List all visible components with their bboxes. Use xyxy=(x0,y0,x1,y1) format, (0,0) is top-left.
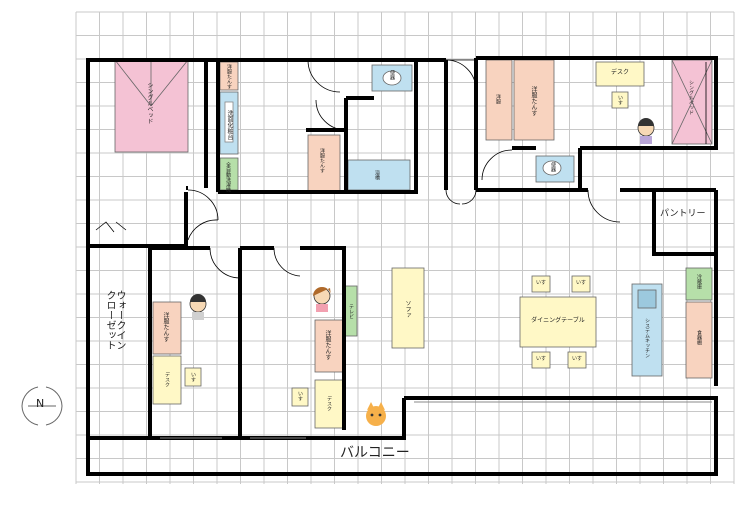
desk-room3-label: デスク xyxy=(326,396,332,411)
dining-chair-label: いす xyxy=(535,356,546,362)
sofa xyxy=(391,267,425,349)
washer-label: 全自動洗濯機 xyxy=(225,162,231,192)
wardrobe-top-label: 洋服たんす xyxy=(226,64,232,89)
compass-icon xyxy=(21,386,63,426)
compass-north-label: N xyxy=(36,397,45,410)
furniture xyxy=(114,59,713,429)
chair-room3-label: いす xyxy=(297,391,303,401)
dining-table-label: ダイニングテーブル xyxy=(531,317,585,324)
sofa-label: ソファ xyxy=(404,300,411,318)
toilet-top-label: 便器 xyxy=(389,70,395,80)
tv-label: テレビ xyxy=(348,304,354,319)
toilet-mid-label: 便器 xyxy=(550,162,556,172)
walk-in-closet-label: ウォークイン クローゼット xyxy=(104,290,125,350)
single-bed-right-label: シングルベッド xyxy=(688,80,694,115)
tansu-upper-label: 洋服 xyxy=(495,94,501,104)
bathtub xyxy=(347,159,411,191)
cat-icon xyxy=(366,402,386,426)
desk-top xyxy=(595,61,645,87)
bathtub-label: 浴槽 xyxy=(374,170,380,180)
dining-chair-label: いす xyxy=(535,280,546,286)
person-icon xyxy=(189,294,207,320)
desk-room2 xyxy=(152,355,182,405)
chair-top-label: いす xyxy=(617,95,623,105)
person-icon xyxy=(313,287,331,312)
person-icon xyxy=(637,118,655,144)
chair-room3 xyxy=(291,387,309,407)
single-bed-left-label: シングルベッド xyxy=(146,82,153,124)
cupboard xyxy=(685,301,713,379)
dining-chair-label: いす xyxy=(575,280,586,286)
desk-room2-label: デスク xyxy=(164,372,170,387)
chair-room2 xyxy=(184,367,202,387)
wardrobe-room3-label: 洋服たんす xyxy=(324,330,331,360)
balcony-label: バルコニー xyxy=(340,445,410,461)
washbasin-label: 洗面化粧台 xyxy=(226,110,233,140)
people xyxy=(189,118,655,426)
wardrobe-room3 xyxy=(314,319,344,373)
dresser-label: 洋服たんす xyxy=(319,148,325,173)
dining-chair-label: いす xyxy=(571,356,582,362)
dresser xyxy=(307,134,341,194)
toilet-mid xyxy=(535,155,575,183)
chair-top xyxy=(611,91,629,109)
system-kitchen-label: システムキッチン xyxy=(644,318,650,358)
wardrobe-right xyxy=(513,59,555,141)
fridge xyxy=(685,267,713,301)
chair-room2-label: いす xyxy=(190,372,196,382)
dining-table xyxy=(519,296,597,348)
walls xyxy=(86,56,718,476)
desk-top-label: デスク xyxy=(610,69,629,76)
cupboard-label: 食器棚 xyxy=(696,330,702,345)
doors xyxy=(95,59,712,439)
tansu-upper xyxy=(485,59,513,141)
pantry-label: パントリー xyxy=(660,209,706,219)
wardrobe-right-label: 洋服たんす xyxy=(530,86,537,116)
desk-room3 xyxy=(314,379,344,429)
wardrobe-room2-label: 洋服たんす xyxy=(162,312,169,342)
wardrobe-room2 xyxy=(152,301,182,355)
fridge-label: 冷蔵庫 xyxy=(696,274,702,289)
